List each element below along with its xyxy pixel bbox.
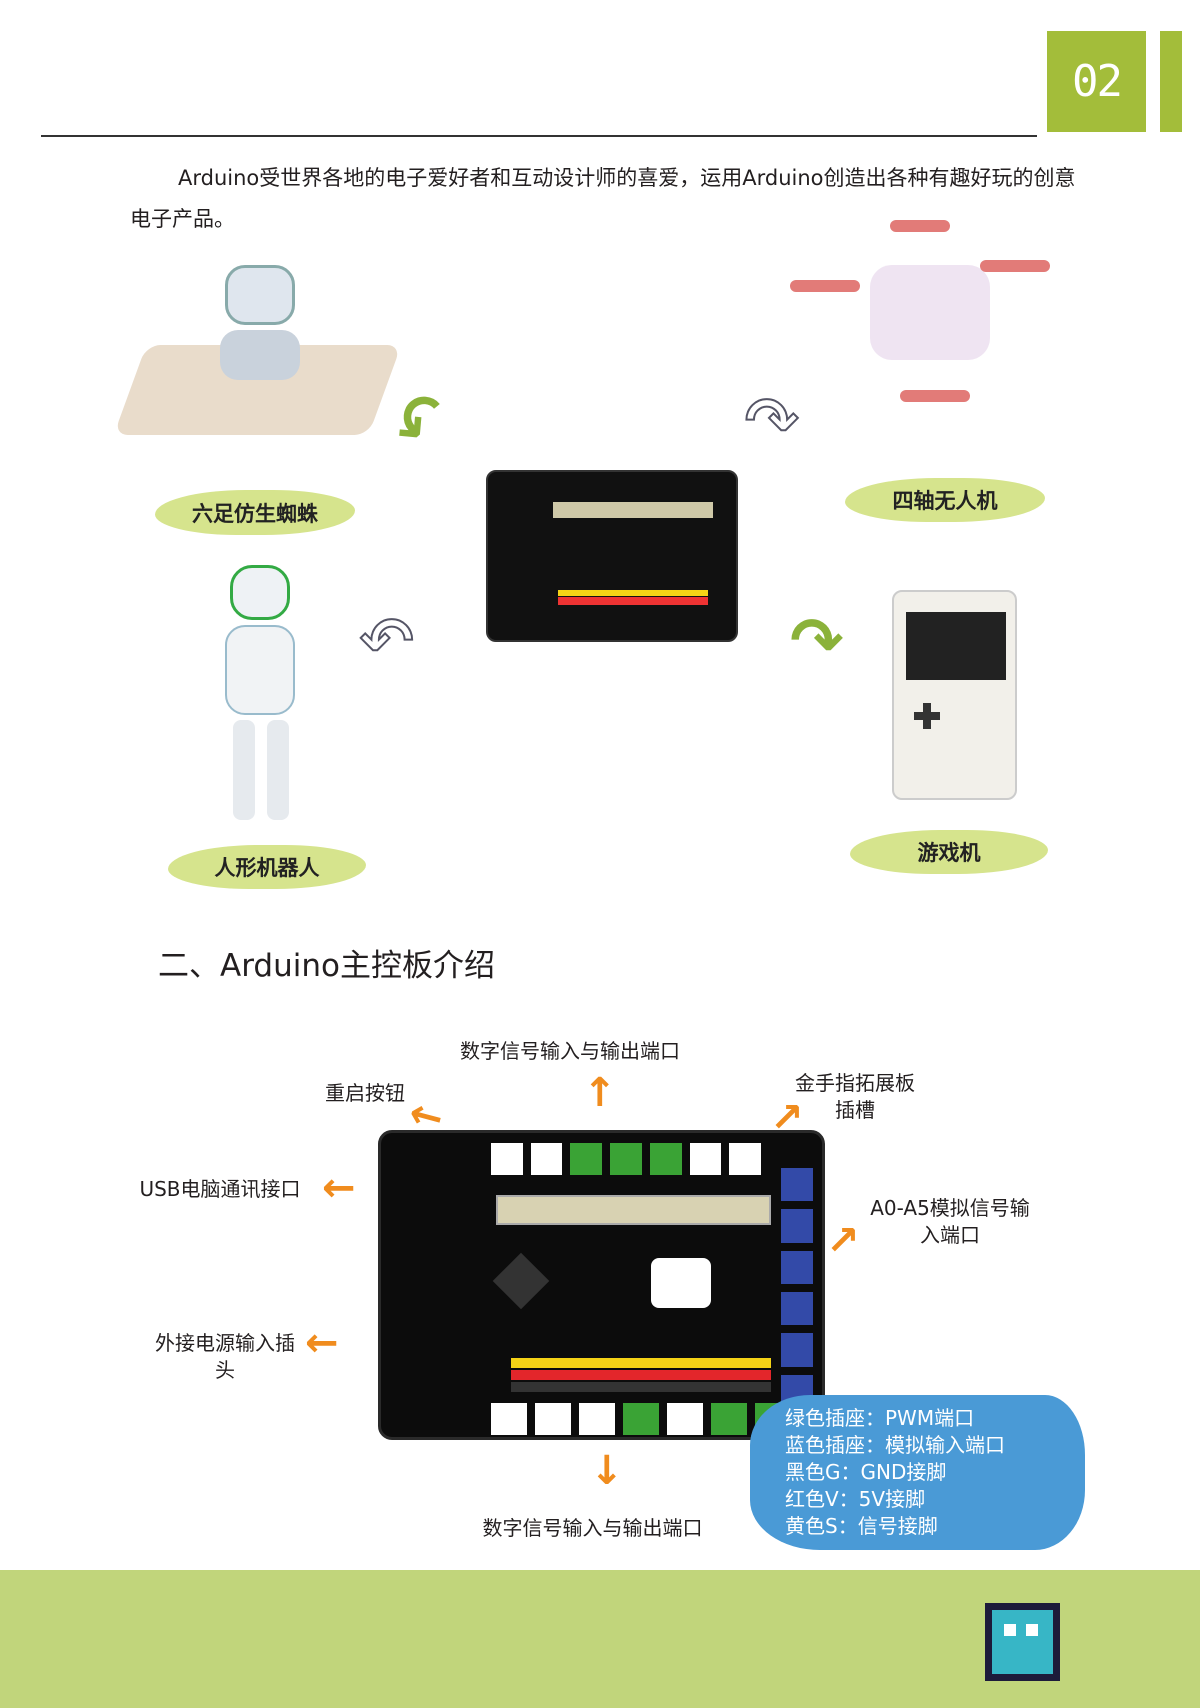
label-analog: A0-A5模拟信号输入端口 [870,1196,1030,1247]
legend-item: 蓝色插座：模拟输入端口 [785,1433,1005,1457]
legend-callout: 绿色插座：PWM端口 蓝色插座：模拟输入端口 黑色G：GND接脚 红色V：5V接… [750,1395,1085,1550]
legend-item: 绿色插座：PWM端口 [785,1406,975,1430]
spider-robot-image [113,255,402,445]
label-digital-bottom: 数字信号输入与输出端口 [482,1516,703,1540]
arrow-to-console: ↷ [790,605,844,679]
arrow-digital-bottom: ↓ [590,1448,624,1494]
arrow-to-drone: ↷ [744,384,800,460]
decorative-bar [1160,31,1182,132]
page-number: 02 [1047,31,1146,132]
arrow-digital-top: ↑ [583,1070,617,1116]
arrow-usb: ← [322,1165,356,1211]
section-title: 二、Arduino主控板介绍 [158,948,495,984]
arrow-gold-finger: ↗ [770,1095,804,1141]
label-drone: 四轴无人机 [845,478,1045,522]
arrow-to-spider: ↶ [377,376,467,468]
label-gold-finger: 金手指拓展板插槽 [795,1071,915,1122]
arrow-analog: ↗ [826,1218,860,1264]
label-spider: 六足仿生蜘蛛 [155,490,355,535]
header-rule [41,135,1037,137]
game-console-image [892,590,1017,800]
humanoid-robot-image [185,560,340,830]
legend-item: 黄色S：信号接脚 [785,1514,938,1538]
label-humanoid: 人形机器人 [168,845,366,889]
label-digital-top: 数字信号输入与输出端口 [460,1039,680,1063]
legend-item: 红色V：5V接脚 [785,1487,926,1511]
label-console: 游戏机 [850,830,1048,874]
arduino-board-image [378,1130,825,1440]
legend-item: 黑色G：GND接脚 [785,1460,947,1484]
mascot-icon [985,1603,1060,1681]
arrow-to-humanoid: ↶ [359,604,415,680]
intro-paragraph: Arduino受世界各地的电子爱好者和互动设计师的喜爱，运用Arduino创造出… [130,166,1076,231]
label-usb: USB电脑通讯接口 [139,1177,301,1201]
label-reset: 重启按钮 [325,1081,405,1105]
board-small-image [486,470,738,642]
arrow-power: ← [305,1320,339,1366]
label-power: 外接电源输入插头 [155,1331,295,1382]
drone-image [780,215,1065,440]
